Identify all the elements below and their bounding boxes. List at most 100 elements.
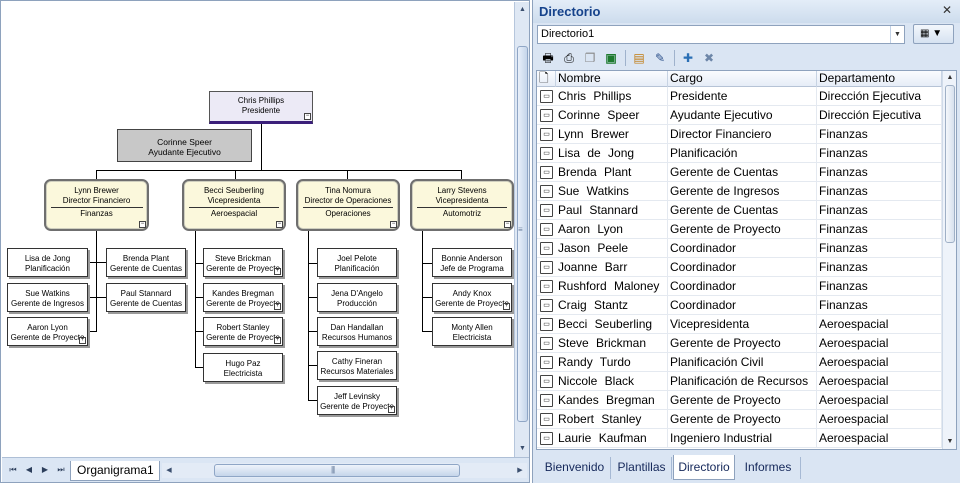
column-header-nombre[interactable]: Nombre — [556, 71, 668, 87]
canvas-vertical-scrollbar[interactable]: ▲ ≡ ▼ — [514, 2, 529, 457]
org-node-staff[interactable]: Cathy Fineran Recursos Materiales — [317, 351, 397, 380]
expand-icon[interactable]: + — [274, 337, 281, 344]
canvas-horizontal-scrollbar[interactable]: ◀ ||| ▶ — [162, 463, 527, 478]
tools-icon[interactable]: ✖ — [703, 51, 715, 65]
scroll-down-icon[interactable]: ▼ — [519, 445, 526, 452]
scroll-right-icon[interactable]: ▶ — [517, 467, 523, 474]
tab-plantillas[interactable]: Plantillas — [612, 457, 672, 479]
node-name: Joel Pelote — [337, 254, 377, 263]
tab-informes[interactable]: Informes — [736, 457, 801, 479]
contact-card-icon: ▭ — [540, 109, 553, 122]
prev-sheet-icon[interactable]: ◀ — [25, 465, 33, 474]
expand-icon[interactable]: − — [390, 221, 397, 228]
first-sheet-icon[interactable]: ⏮ — [9, 465, 17, 474]
org-node-president[interactable]: Chris Phillips Presidente − — [209, 91, 313, 124]
cell-nombre: Jason Peele — [556, 239, 668, 258]
org-node-staff[interactable]: Steve Brickman Gerente de Proyecto + — [203, 248, 283, 277]
expand-icon[interactable]: + — [274, 268, 281, 275]
close-icon[interactable]: ✕ — [941, 3, 952, 17]
excel-export-icon[interactable]: ▣ — [605, 51, 617, 65]
expand-icon[interactable]: + — [503, 303, 510, 310]
org-node-staff[interactable]: Robert Stanley Gerente de Proyecto + — [203, 317, 283, 346]
org-node-staff[interactable]: Kandes Bregman Gerente de Proyecto + — [203, 283, 283, 312]
org-chart-canvas[interactable]: Chris Phillips Presidente − Corinne Spee… — [2, 2, 514, 457]
node-title: Electricista — [223, 369, 263, 378]
tab-bienvenido[interactable]: Bienvenido — [539, 457, 611, 479]
org-node-manager[interactable]: Tina Nomura Director de Operaciones Oper… — [296, 179, 400, 231]
expand-icon[interactable]: − — [276, 221, 283, 228]
node-name: Andy Knox — [452, 289, 492, 298]
scrollbar-thumb[interactable]: ||| — [214, 464, 460, 477]
copy-icon[interactable]: ❐ — [584, 51, 596, 65]
expand-icon[interactable]: + — [388, 406, 395, 413]
org-node-staff[interactable]: Dan Handallan Recursos Humanos — [317, 317, 397, 346]
scroll-up-icon[interactable]: ▲ — [946, 74, 954, 81]
org-node-staff[interactable]: Sue Watkins Gerente de Ingresos — [7, 283, 88, 312]
view-mode-button[interactable]: ▦ ▼ — [913, 24, 954, 44]
next-sheet-icon[interactable]: ▶ — [41, 465, 49, 474]
org-node-staff[interactable]: Aaron Lyon Gerente de Proyecto + — [7, 317, 88, 346]
org-node-staff[interactable]: Jena D'Angelo Producción — [317, 283, 397, 312]
org-node-staff[interactable]: Paul Stannard Gerente de Cuentas — [106, 283, 186, 312]
org-node-staff[interactable]: Andy Knox Gerente de Proyecto + — [432, 283, 512, 312]
print-preview-icon[interactable]: ⎙ — [564, 51, 574, 65]
org-node-staff[interactable]: Monty Allen Electricista — [432, 317, 512, 346]
scrollbar-thumb[interactable] — [945, 85, 955, 243]
org-node-staff[interactable]: Joel Pelote Planificación — [317, 248, 397, 277]
column-header-cargo[interactable]: Cargo — [668, 71, 817, 87]
chevron-down-icon[interactable]: ▼ — [890, 26, 904, 43]
layout-icon[interactable]: ▤ — [633, 51, 645, 65]
org-node-manager[interactable]: Lynn Brewer Director Financiero Finanzas… — [44, 179, 149, 231]
org-node-staff[interactable]: Lisa de Jong Planificación — [7, 248, 88, 277]
print-icon[interactable]: 🖶 — [542, 51, 554, 65]
scrollbar-thumb[interactable] — [517, 46, 528, 422]
scroll-up-icon[interactable]: ▲ — [519, 6, 526, 13]
cell-nombre: Paul Stannard — [556, 201, 668, 220]
cell-nombre: Lisa de Jong — [556, 144, 668, 163]
table-vertical-scrollbar[interactable]: ▲ ▼ — [942, 71, 956, 449]
org-node-assistant[interactable]: Corinne Speer Ayudante Ejecutivo — [117, 129, 252, 162]
last-sheet-icon[interactable]: ⏭ — [57, 465, 65, 474]
edit-icon[interactable]: ✎ — [654, 51, 666, 65]
sheet-tab-organigrama1[interactable]: Organigrama1 — [70, 461, 160, 481]
org-node-staff[interactable]: Bonnie Anderson Jefe de Programa — [432, 248, 512, 277]
expand-icon[interactable]: − — [304, 113, 311, 120]
org-node-staff[interactable]: Jeff Levinsky Gerente de Proyecto + — [317, 386, 397, 415]
expand-icon[interactable]: + — [79, 337, 86, 344]
page-icon: 🗋 — [537, 71, 556, 87]
scroll-down-icon[interactable]: ▼ — [946, 438, 954, 445]
cell-departamento: Finanzas — [817, 182, 942, 201]
scroll-left-icon[interactable]: ◀ — [166, 467, 172, 474]
org-node-manager[interactable]: Larry Stevens Vicepresidenta Automotriz … — [410, 179, 514, 231]
directory-select[interactable]: Directorio1 ▼ — [537, 25, 905, 44]
org-node-staff[interactable]: Hugo Paz Electricista — [203, 353, 283, 382]
org-node-staff[interactable]: Brenda Plant Gerente de Cuentas — [106, 248, 186, 277]
tab-directorio[interactable]: Directorio — [673, 455, 735, 480]
expand-icon[interactable]: + — [274, 303, 281, 310]
add-person-icon[interactable]: ✚ — [682, 51, 694, 65]
expand-icon[interactable]: − — [504, 221, 511, 228]
expand-icon[interactable]: − — [139, 221, 146, 228]
node-name: Larry Stevens — [437, 186, 487, 195]
column-header-departamento[interactable]: Departamento — [817, 71, 942, 87]
org-node-manager[interactable]: Becci Seuberling Vicepresidenta Aeroespa… — [182, 179, 286, 231]
